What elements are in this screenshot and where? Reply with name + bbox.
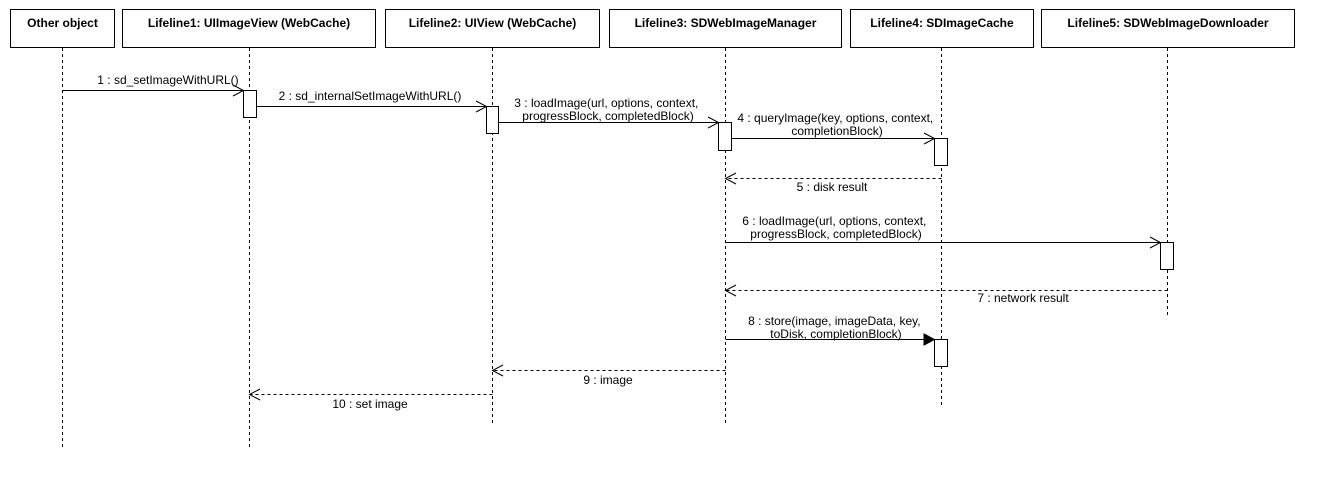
- message-label-line: 8 : store(image, imageData, key,: [748, 314, 921, 328]
- message-label-line: 4 : queryImage(key, options, context,: [737, 111, 933, 125]
- lifeline-header-box: [850, 9, 1034, 48]
- open-arrowhead-icon: [1149, 236, 1162, 249]
- activation-bar: [486, 106, 499, 134]
- message-label-line: completionBlock): [791, 124, 882, 138]
- lifeline-title: Lifeline4: SDImageCache: [870, 16, 1014, 30]
- message-5: 5 : disk result: [724, 172, 942, 194]
- message-2: 2 : sd_internalSetImageWithURL(): [256, 89, 488, 113]
- open-arrowhead-icon: [491, 364, 504, 377]
- lifeline-header-box: [10, 9, 115, 48]
- activation-bar: [718, 122, 732, 151]
- lifeline-header-box: [609, 9, 842, 48]
- message-label: 6 : loadImage(url, options, context, pro…: [742, 214, 929, 241]
- message-label: 4 : queryImage(key, options, context, co…: [737, 111, 936, 138]
- lifeline-header-box: [1041, 9, 1295, 48]
- open-arrowhead-icon: [232, 84, 245, 97]
- lifeline-title: Lifeline5: SDWebImageDownloader: [1067, 16, 1268, 30]
- message-9: 9 : image: [491, 364, 726, 387]
- message-label: 2 : sd_internalSetImageWithURL(): [279, 89, 462, 103]
- message-1: 1 : sd_setImageWithURL(): [62, 73, 245, 97]
- open-arrowhead-icon: [707, 116, 720, 129]
- open-arrowhead-icon: [475, 100, 488, 113]
- message-label-line: toDisk, completionBlock): [770, 327, 901, 341]
- lifeline-title: Lifeline3: SDWebImageManager: [635, 16, 817, 30]
- filled-arrowhead-icon: [923, 333, 936, 346]
- lifeline-sdwebimagedownloader: Lifeline5: SDWebImageDownloader: [1041, 9, 1295, 318]
- message-6: 6 : loadImage(url, options, context, pro…: [725, 214, 1162, 249]
- message-label-line: 6 : loadImage(url, options, context,: [742, 214, 926, 228]
- message-label-line: 3 : loadImage(url, options, context,: [514, 96, 698, 110]
- activation-bar: [934, 138, 948, 166]
- message-label: 3 : loadImage(url, options, context, pro…: [514, 96, 701, 123]
- open-arrowhead-icon: [923, 132, 936, 145]
- open-arrowhead-icon: [724, 172, 737, 185]
- message-label-line: progressBlock, completedBlock): [750, 227, 921, 241]
- message-8: 8 : store(image, imageData, key, toDisk,…: [725, 314, 936, 346]
- activation-bar: [1160, 242, 1174, 270]
- message-10: 10 : set image: [248, 388, 493, 411]
- lifeline-sdimagecache: Lifeline4: SDImageCache: [850, 9, 1034, 408]
- lifeline-uiview: Lifeline2: UIView (WebCache): [385, 9, 600, 425]
- message-label: 9 : image: [583, 373, 633, 387]
- lifeline-sdwebimagemanager: Lifeline3: SDWebImageManager: [609, 9, 842, 425]
- message-4: 4 : queryImage(key, options, context, co…: [731, 111, 936, 145]
- message-label: 1 : sd_setImageWithURL(): [97, 73, 238, 87]
- message-7: 7 : network result: [724, 284, 1168, 305]
- lifeline-header-box: [122, 9, 376, 48]
- activation-bar: [934, 339, 948, 367]
- lifeline-other: Other object: [10, 9, 115, 448]
- lifeline-header-box: [385, 9, 600, 48]
- open-arrowhead-icon: [248, 388, 261, 401]
- lifeline-title: Other object: [27, 16, 98, 30]
- message-label: 7 : network result: [977, 291, 1069, 305]
- lifeline-title: Lifeline2: UIView (WebCache): [409, 16, 577, 30]
- message-3: 3 : loadImage(url, options, context, pro…: [498, 96, 720, 129]
- message-label-line: progressBlock, completedBlock): [522, 109, 693, 123]
- message-label: 5 : disk result: [797, 180, 868, 194]
- open-arrowhead-icon: [724, 284, 737, 297]
- message-label: 8 : store(image, imageData, key, toDisk,…: [748, 314, 924, 341]
- activation-bar: [243, 90, 257, 118]
- message-label: 10 : set image: [332, 397, 408, 411]
- lifeline-title: Lifeline1: UIImageView (WebCache): [148, 16, 350, 30]
